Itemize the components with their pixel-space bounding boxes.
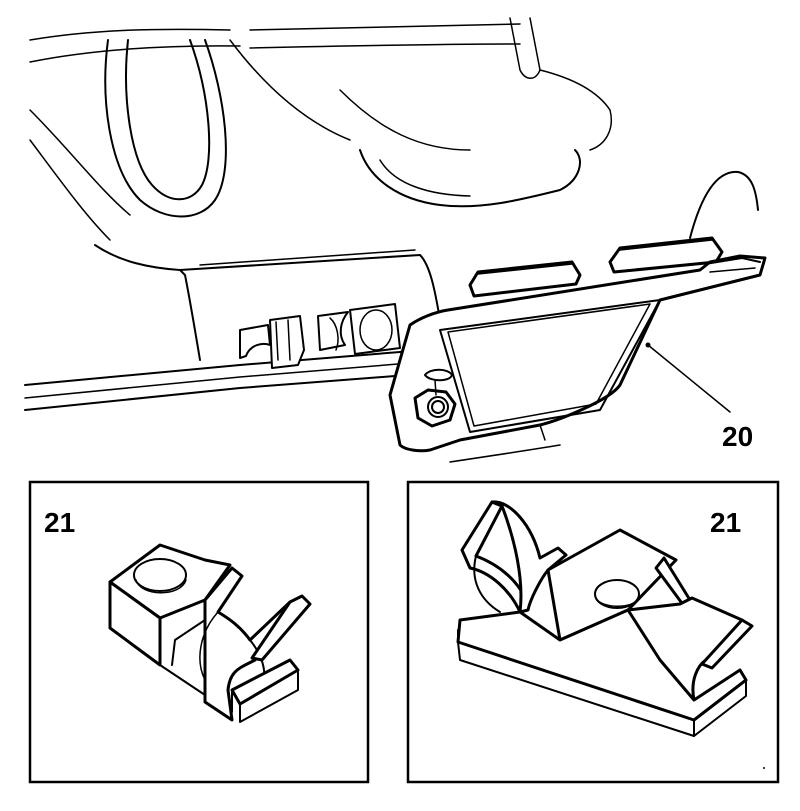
- detail-frame-right: 21: [406, 480, 780, 784]
- bracket-part: [388, 236, 767, 463]
- callout-20-leader: [645, 342, 731, 413]
- hose-loop: [104, 39, 227, 218]
- callout-21-left: 21: [44, 507, 75, 538]
- main-view: 20: [24, 17, 767, 463]
- rail-clips: [239, 303, 401, 369]
- rail: [24, 349, 406, 411]
- clip-small: [108, 543, 312, 723]
- cable: [689, 170, 759, 239]
- detail-frame-left: 21: [28, 480, 370, 784]
- clip-double: [456, 500, 754, 737]
- engine-housing: [94, 149, 581, 361]
- background-structure: [29, 17, 612, 241]
- callout-20: 20: [722, 421, 753, 452]
- callout-21-right: 21: [710, 507, 741, 538]
- tiny-mark: [763, 767, 765, 769]
